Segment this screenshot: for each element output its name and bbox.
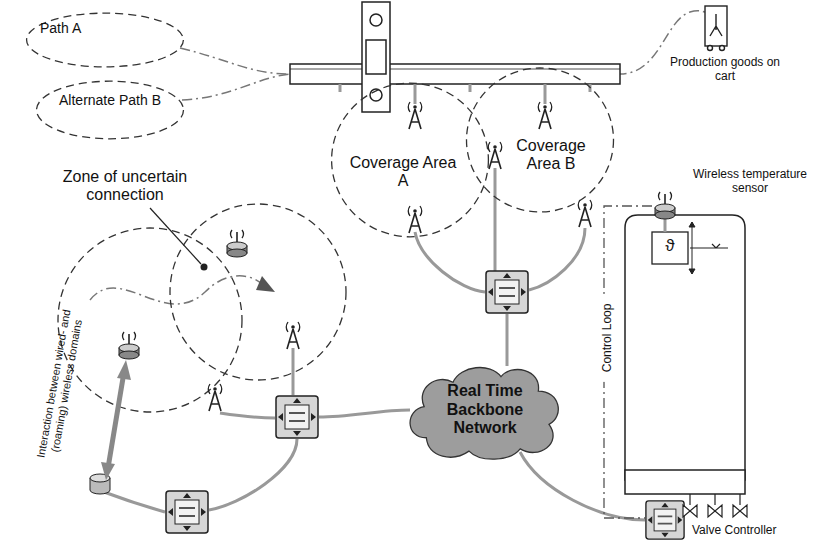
valve-controller-label: Valve Controller [692, 524, 807, 538]
node-text: Path A [40, 20, 130, 36]
backbone-cloud: Real Time Backbone Network [405, 360, 565, 460]
zone-label: Zone of uncertain connection [30, 168, 220, 205]
path-ellipse: Path A [25, 12, 185, 68]
sensor-label: Wireless temperature sensor [690, 168, 810, 196]
node-text: Alternate Path B [55, 92, 165, 108]
node-text: Real Time Backbone Network [435, 382, 535, 437]
node-text: Coverage Area B [501, 137, 601, 174]
node-text: Coverage Area A [348, 154, 458, 191]
path-ellipse: Alternate Path B [35, 80, 185, 140]
interaction-label: Interaction between wired- and (roaming)… [30, 284, 90, 485]
coverage-circle: Coverage Area A [330, 80, 490, 240]
cart-label: Production goods on cart [665, 56, 785, 84]
control-loop-label: Control Loop [600, 294, 616, 382]
temperature-symbol: ϑ [652, 236, 688, 256]
path-ellipse-outline [35, 80, 185, 140]
coverage-circle: Coverage Area B [465, 65, 615, 215]
